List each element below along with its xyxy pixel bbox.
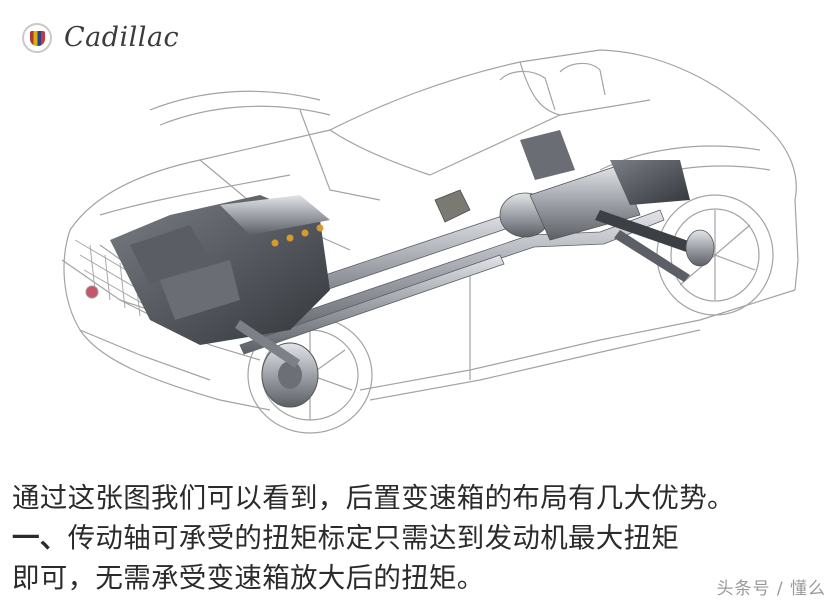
caption-line-2-text: 传动轴可承受的扭矩标定只需达到发动机最大扭矩 (67, 522, 680, 554)
brand-wordmark: Cadillac (64, 22, 180, 53)
engine-block (110, 195, 330, 408)
caption-line-1: 通过这张图我们可以看到，后置变速箱的布局有几大优势。 (12, 482, 735, 514)
caption-line-2: 一、传动轴可承受的扭矩标定只需达到发动机最大扭矩 (12, 518, 840, 558)
watermark: 头条号 / 懂么 (716, 579, 826, 599)
brand-logo: Cadillac (22, 22, 179, 53)
car-drivetrain-illustration (61, 49, 799, 434)
caption-line-3: 即可，无需承受变速箱放大后的扭矩。 (12, 562, 485, 594)
rear-wheel (656, 194, 774, 316)
caption-text: 通过这张图我们可以看到，后置变速箱的布局有几大优势。 一、传动轴可承受的扭矩标定… (12, 478, 840, 598)
caption-list-marker: 一、 (12, 522, 68, 554)
rear-transaxle (499, 130, 715, 282)
grille-emblem (85, 285, 99, 299)
coupler (434, 189, 471, 223)
cadillac-crest-icon (22, 22, 52, 53)
